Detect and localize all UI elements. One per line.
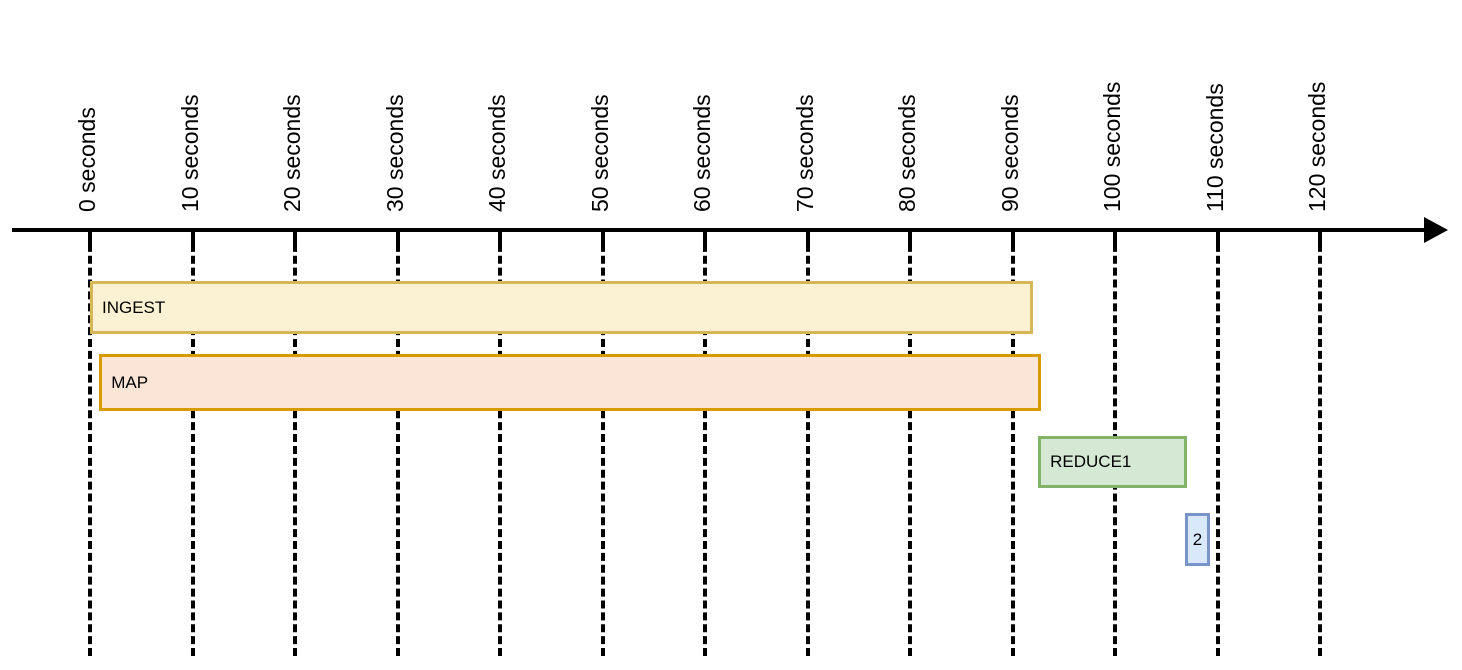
axis-guide-line [88, 232, 92, 656]
axis-tick-label: 80 seconds [894, 94, 920, 212]
axis-tick-label: 100 seconds [1099, 81, 1125, 212]
axis-guide-line [1010, 232, 1015, 656]
axis-guide-line [395, 232, 400, 656]
time-axis-line [12, 228, 1434, 232]
time-axis-arrow-icon [1424, 217, 1448, 243]
axis-guide-line [1215, 232, 1220, 656]
axis-guide-line [908, 232, 912, 656]
axis-guide-line [293, 232, 297, 656]
axis-tick-label: 30 seconds [381, 94, 408, 212]
axis-tick-label: 90 seconds [996, 94, 1023, 212]
axis-guide-line [190, 232, 195, 656]
task-bar-map[interactable]: MAP [99, 354, 1042, 411]
task-bar-2[interactable]: 2 [1184, 513, 1211, 566]
task-bar-label: 2 [1192, 529, 1203, 549]
axis-guide-line [600, 232, 605, 656]
axis-tick-label: 0 seconds [74, 107, 100, 212]
axis-tick-label: 10 seconds [176, 94, 203, 212]
task-bar-ingest[interactable]: INGEST [90, 281, 1033, 334]
axis-tick-label: 20 seconds [279, 94, 305, 212]
axis-tick-label: 60 seconds [689, 94, 715, 212]
task-bar-label: REDUCE1 [1050, 452, 1132, 471]
task-bar-label: MAP [111, 372, 149, 392]
axis-tick-label: 110 seconds [1201, 83, 1228, 212]
axis-guide-line [805, 232, 810, 656]
task-bar-label: INGEST [102, 297, 166, 317]
task-bar-reduce1[interactable]: REDUCE1 [1038, 436, 1187, 488]
axis-guide-line [1318, 232, 1322, 656]
axis-tick-label: 120 seconds [1304, 81, 1330, 212]
axis-guide-line [498, 232, 502, 656]
axis-tick-label: 50 seconds [586, 94, 613, 212]
axis-guide-line [703, 232, 707, 656]
axis-tick-label: 70 seconds [791, 94, 818, 212]
axis-tick-label: 40 seconds [484, 94, 510, 212]
